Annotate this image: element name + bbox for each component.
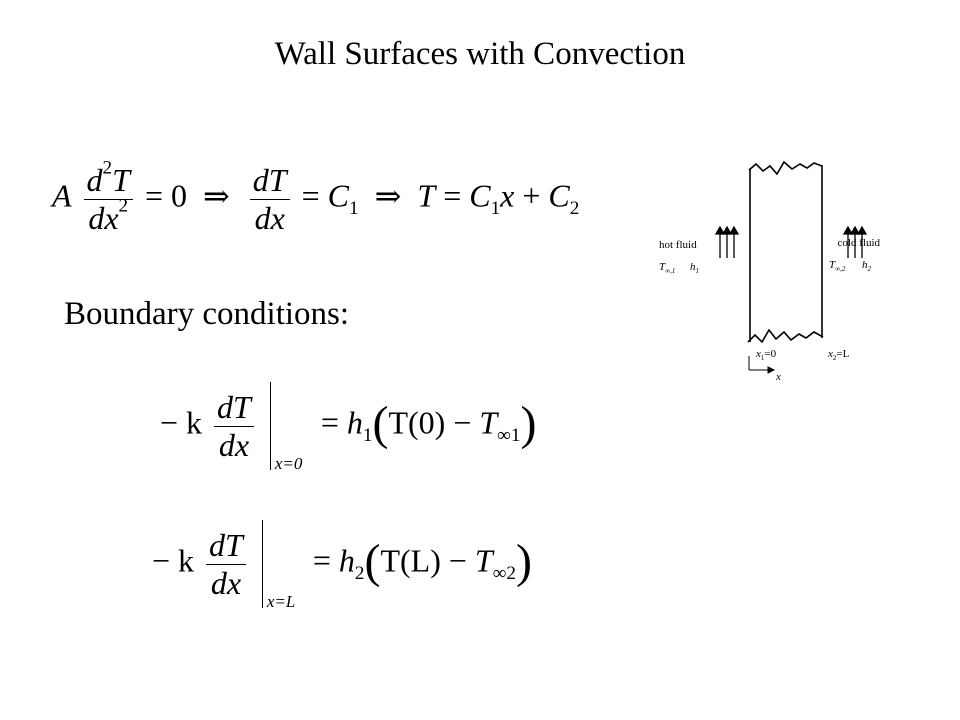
hot-fluid-label: hot fluid bbox=[659, 239, 697, 251]
eq1-equals-zero: = 0 bbox=[144, 177, 187, 214]
eq1-second-derivative: d2T dx2 bbox=[83, 159, 133, 237]
wall-diagram: hot fluid T∞,1 h1 cold fluid T∞,2 h2 x1=… bbox=[648, 152, 880, 392]
boundary-conditions-label: Boundary conditions: bbox=[64, 296, 350, 332]
cold-fluid-label: cold fluid bbox=[838, 237, 880, 249]
hot-fluid-arrows bbox=[714, 225, 740, 258]
x2-label: x2=L bbox=[827, 348, 850, 362]
eq1-A: A bbox=[52, 177, 72, 214]
t-inf2-label: T∞,2 bbox=[829, 259, 846, 273]
page-title: Wall Surfaces with Convection bbox=[274, 36, 686, 72]
x1-label: x1=0 bbox=[755, 348, 777, 362]
wall-outline bbox=[747, 160, 824, 344]
eq1-C1: C bbox=[327, 177, 349, 214]
h2-label: h2 bbox=[862, 259, 872, 273]
evaluation-bar-1: x=0 bbox=[269, 382, 302, 473]
evaluation-bar-2: x=L bbox=[261, 520, 295, 611]
implies-arrow-2: ⇒ bbox=[374, 177, 402, 214]
t-inf1-label: T∞,1 bbox=[659, 261, 675, 275]
eq1-C2: C bbox=[548, 177, 570, 214]
boundary-condition-1: − k dT dx x=0 = h1(T(0) − T∞1) bbox=[160, 382, 536, 473]
eq1-first-derivative: dT dx bbox=[249, 162, 290, 237]
h1-label: h1 bbox=[690, 261, 699, 275]
x-axis-arrow bbox=[748, 356, 776, 374]
cold-fluid-arrows bbox=[842, 225, 868, 258]
x-axis-label: x bbox=[775, 371, 781, 383]
eq1-T: T bbox=[417, 177, 436, 214]
boundary-condition-2: − k dT dx x=L = h2(T(L) − T∞2) bbox=[152, 520, 532, 611]
implies-arrow-1: ⇒ bbox=[202, 177, 230, 214]
governing-equation: A d2T dx2 = 0 ⇒ dT dx = C1 ⇒ T = C1x + C… bbox=[52, 157, 580, 237]
